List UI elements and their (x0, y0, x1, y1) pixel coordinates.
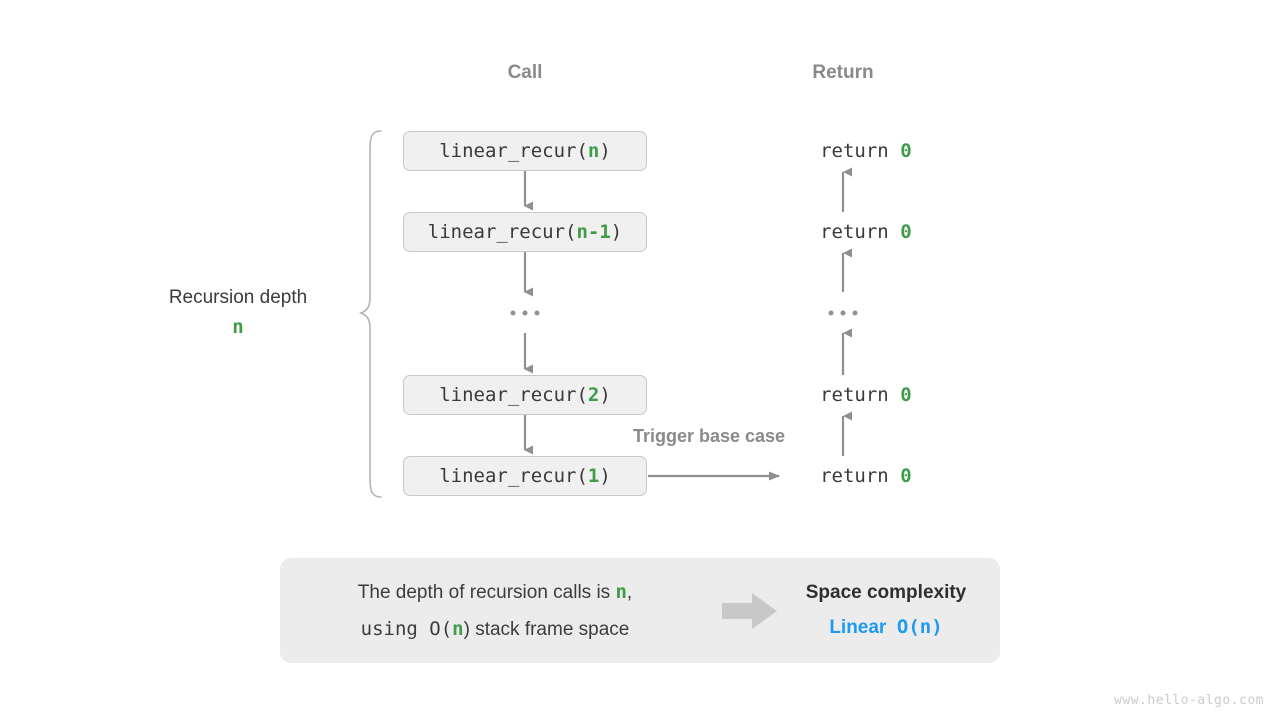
call-column-header: Call (507, 62, 543, 83)
call-frame-text-suffix: ) (599, 140, 611, 162)
call-frame-box-1[interactable]: linear_recur(1) (403, 456, 647, 496)
call-frame-arg: 2 (587, 384, 600, 406)
summary-line2-text-a: using O( (360, 617, 453, 640)
call-frame-text-suffix: ) (599, 384, 611, 406)
summary-line2-var: n (452, 617, 464, 640)
return-keyword: return (820, 384, 901, 406)
summary-line-1: The depth of recursion calls is n, (280, 574, 710, 611)
call-frame-text-prefix: linear_recur( (439, 465, 588, 487)
space-complexity-value: Linear O(n) (790, 610, 982, 645)
call-frame-arg: n-1 (576, 221, 611, 243)
call-frame-box-2[interactable]: linear_recur(2) (403, 375, 647, 415)
recursion-depth-value: n (232, 316, 244, 338)
call-frame-arg: 1 (587, 465, 600, 487)
call-ellipsis-icon (510, 310, 540, 316)
summary-panel: The depth of recursion calls is n, using… (280, 558, 1000, 663)
summary-arrow-container (710, 591, 790, 631)
call-frame-text-suffix: ) (610, 221, 623, 243)
recursion-depth-brace (358, 130, 382, 498)
call-frame-text-suffix: ) (599, 465, 611, 487)
return-value: 0 (900, 221, 912, 243)
recursion-depth-text: Recursion depth (168, 287, 308, 308)
watermark-url: www.hello-algo.com (1114, 693, 1264, 708)
return-value: 0 (900, 384, 912, 406)
return-value: 0 (900, 140, 912, 162)
return-value: 0 (900, 465, 912, 487)
summary-line1-text-a: The depth of recursion calls is (357, 581, 616, 603)
call-frame-text-prefix: linear_recur( (439, 384, 588, 406)
complexity-name: Linear (829, 617, 887, 638)
call-frame-box-n[interactable]: linear_recur(n) (403, 131, 647, 171)
recursion-depth-label: Recursion depth n (169, 285, 307, 343)
return-label-1: return 0 (774, 118, 912, 184)
summary-line2-text-b: ) stack frame space (463, 618, 630, 640)
trigger-base-case-label: Trigger base case (632, 426, 786, 446)
complexity-bigo: O(n) (896, 616, 943, 638)
call-frame-text-prefix: linear_recur( (439, 140, 588, 162)
call-frame-arg: n (587, 140, 600, 162)
summary-description: The depth of recursion calls is n, using… (280, 574, 710, 648)
summary-line-2: using O(n) stack frame space (280, 611, 710, 648)
summary-result: Space complexity Linear O(n) (790, 576, 1000, 645)
summary-line1-text-b: , (626, 581, 633, 603)
return-label-4: return 0 (774, 443, 912, 509)
return-keyword: return (820, 465, 901, 487)
return-keyword: return (820, 221, 901, 243)
return-column-header: Return (812, 62, 874, 83)
return-keyword: return (820, 140, 901, 162)
call-frame-box-n-1[interactable]: linear_recur(n-1) (403, 212, 647, 252)
summary-line1-var: n (615, 580, 627, 603)
right-block-arrow-icon (722, 592, 777, 629)
return-label-2: return 0 (774, 199, 912, 265)
space-complexity-title: Space complexity (805, 582, 967, 603)
return-ellipsis-icon (828, 310, 858, 316)
return-label-3: return 0 (774, 362, 912, 428)
call-frame-text-prefix: linear_recur( (427, 221, 577, 243)
